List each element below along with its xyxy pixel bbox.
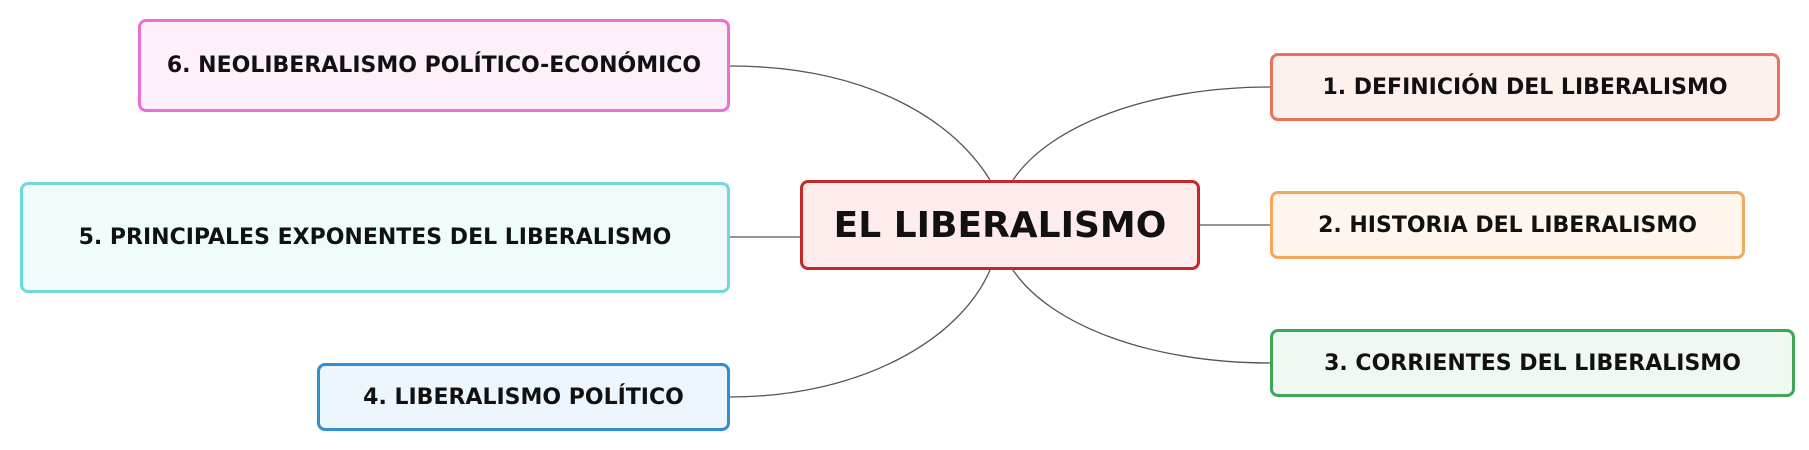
central-topic-label: EL LIBERALISMO [833,204,1167,246]
topic-label: 6. NEOLIBERALISMO POLÍTICO-ECONÓMICO [166,53,702,78]
topic-historia[interactable]: 2. HISTORIA DEL LIBERALISMO [1270,191,1745,259]
connector-1 [1012,86,1271,181]
topic-label: 4. LIBERALISMO POLÍTICO [363,384,684,410]
connector-6 [729,65,991,181]
central-topic[interactable]: EL LIBERALISMO [800,180,1200,270]
topic-label: 5. PRINCIPALES EXPONENTES DEL LIBERALISM… [78,225,672,250]
topic-liberalismo-politico[interactable]: 4. LIBERALISMO POLÍTICO [317,363,730,431]
connector-4 [729,269,991,398]
topic-label: 3. CORRIENTES DEL LIBERALISMO [1324,350,1741,376]
topic-label: 1. DEFINICIÓN DEL LIBERALISMO [1322,74,1728,100]
topic-corrientes[interactable]: 3. CORRIENTES DEL LIBERALISMO [1270,329,1795,397]
topic-label: 2. HISTORIA DEL LIBERALISMO [1318,212,1697,238]
topic-principales-exponentes[interactable]: 5. PRINCIPALES EXPONENTES DEL LIBERALISM… [20,182,730,293]
topic-definicion[interactable]: 1. DEFINICIÓN DEL LIBERALISMO [1270,53,1780,121]
connector-3 [1012,269,1271,364]
topic-neoliberalismo[interactable]: 6. NEOLIBERALISMO POLÍTICO-ECONÓMICO [138,19,730,112]
